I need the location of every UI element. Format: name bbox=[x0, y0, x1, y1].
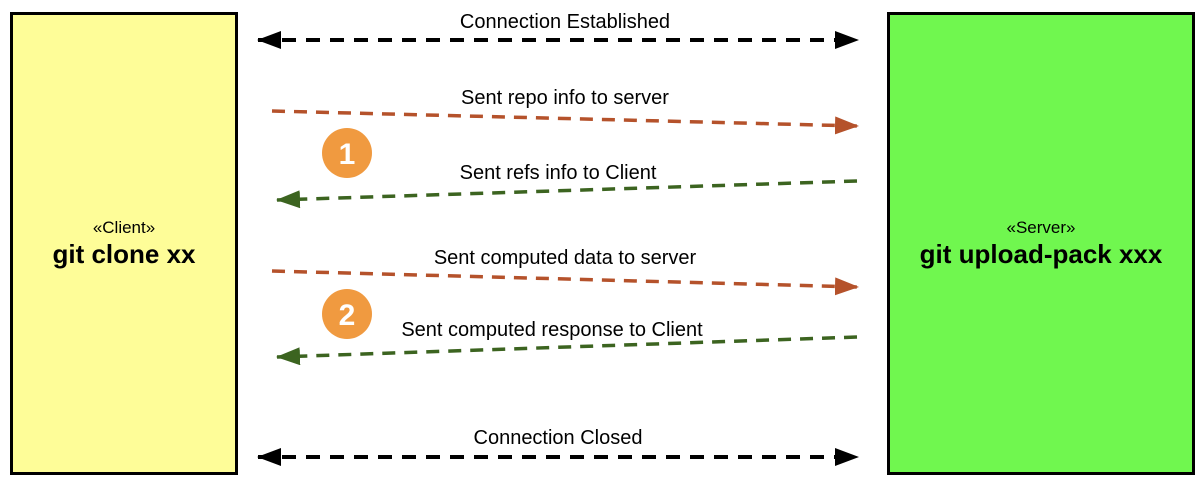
server-actor-box: «Server» git upload-pack xxx bbox=[887, 12, 1195, 475]
message-label: Sent refs info to Client bbox=[460, 162, 657, 184]
message-arrow-to-client-2 bbox=[276, 179, 858, 209]
message-label: Sent computed response to Client bbox=[401, 319, 703, 341]
step-badge bbox=[322, 128, 372, 178]
message-arrow-to-server-1 bbox=[271, 109, 859, 135]
server-title: git upload-pack xxx bbox=[919, 238, 1163, 269]
step-number: 1 bbox=[339, 138, 356, 171]
message-label: Connection Closed bbox=[474, 427, 643, 449]
client-stereotype: «Client» bbox=[92, 218, 156, 238]
message-label: Sent repo info to server bbox=[461, 87, 669, 109]
message-label: Connection Established bbox=[460, 11, 670, 33]
message-label: Sent computed data to server bbox=[434, 247, 697, 269]
client-title: git clone xx bbox=[52, 238, 196, 269]
message-arrow-to-server-3 bbox=[271, 269, 859, 296]
step-number: 2 bbox=[339, 299, 356, 332]
client-actor-box: «Client» git clone xx bbox=[10, 12, 238, 475]
message-arrow-to-client-4 bbox=[276, 335, 858, 366]
step-badge bbox=[322, 289, 372, 339]
server-stereotype: «Server» bbox=[1006, 218, 1076, 238]
